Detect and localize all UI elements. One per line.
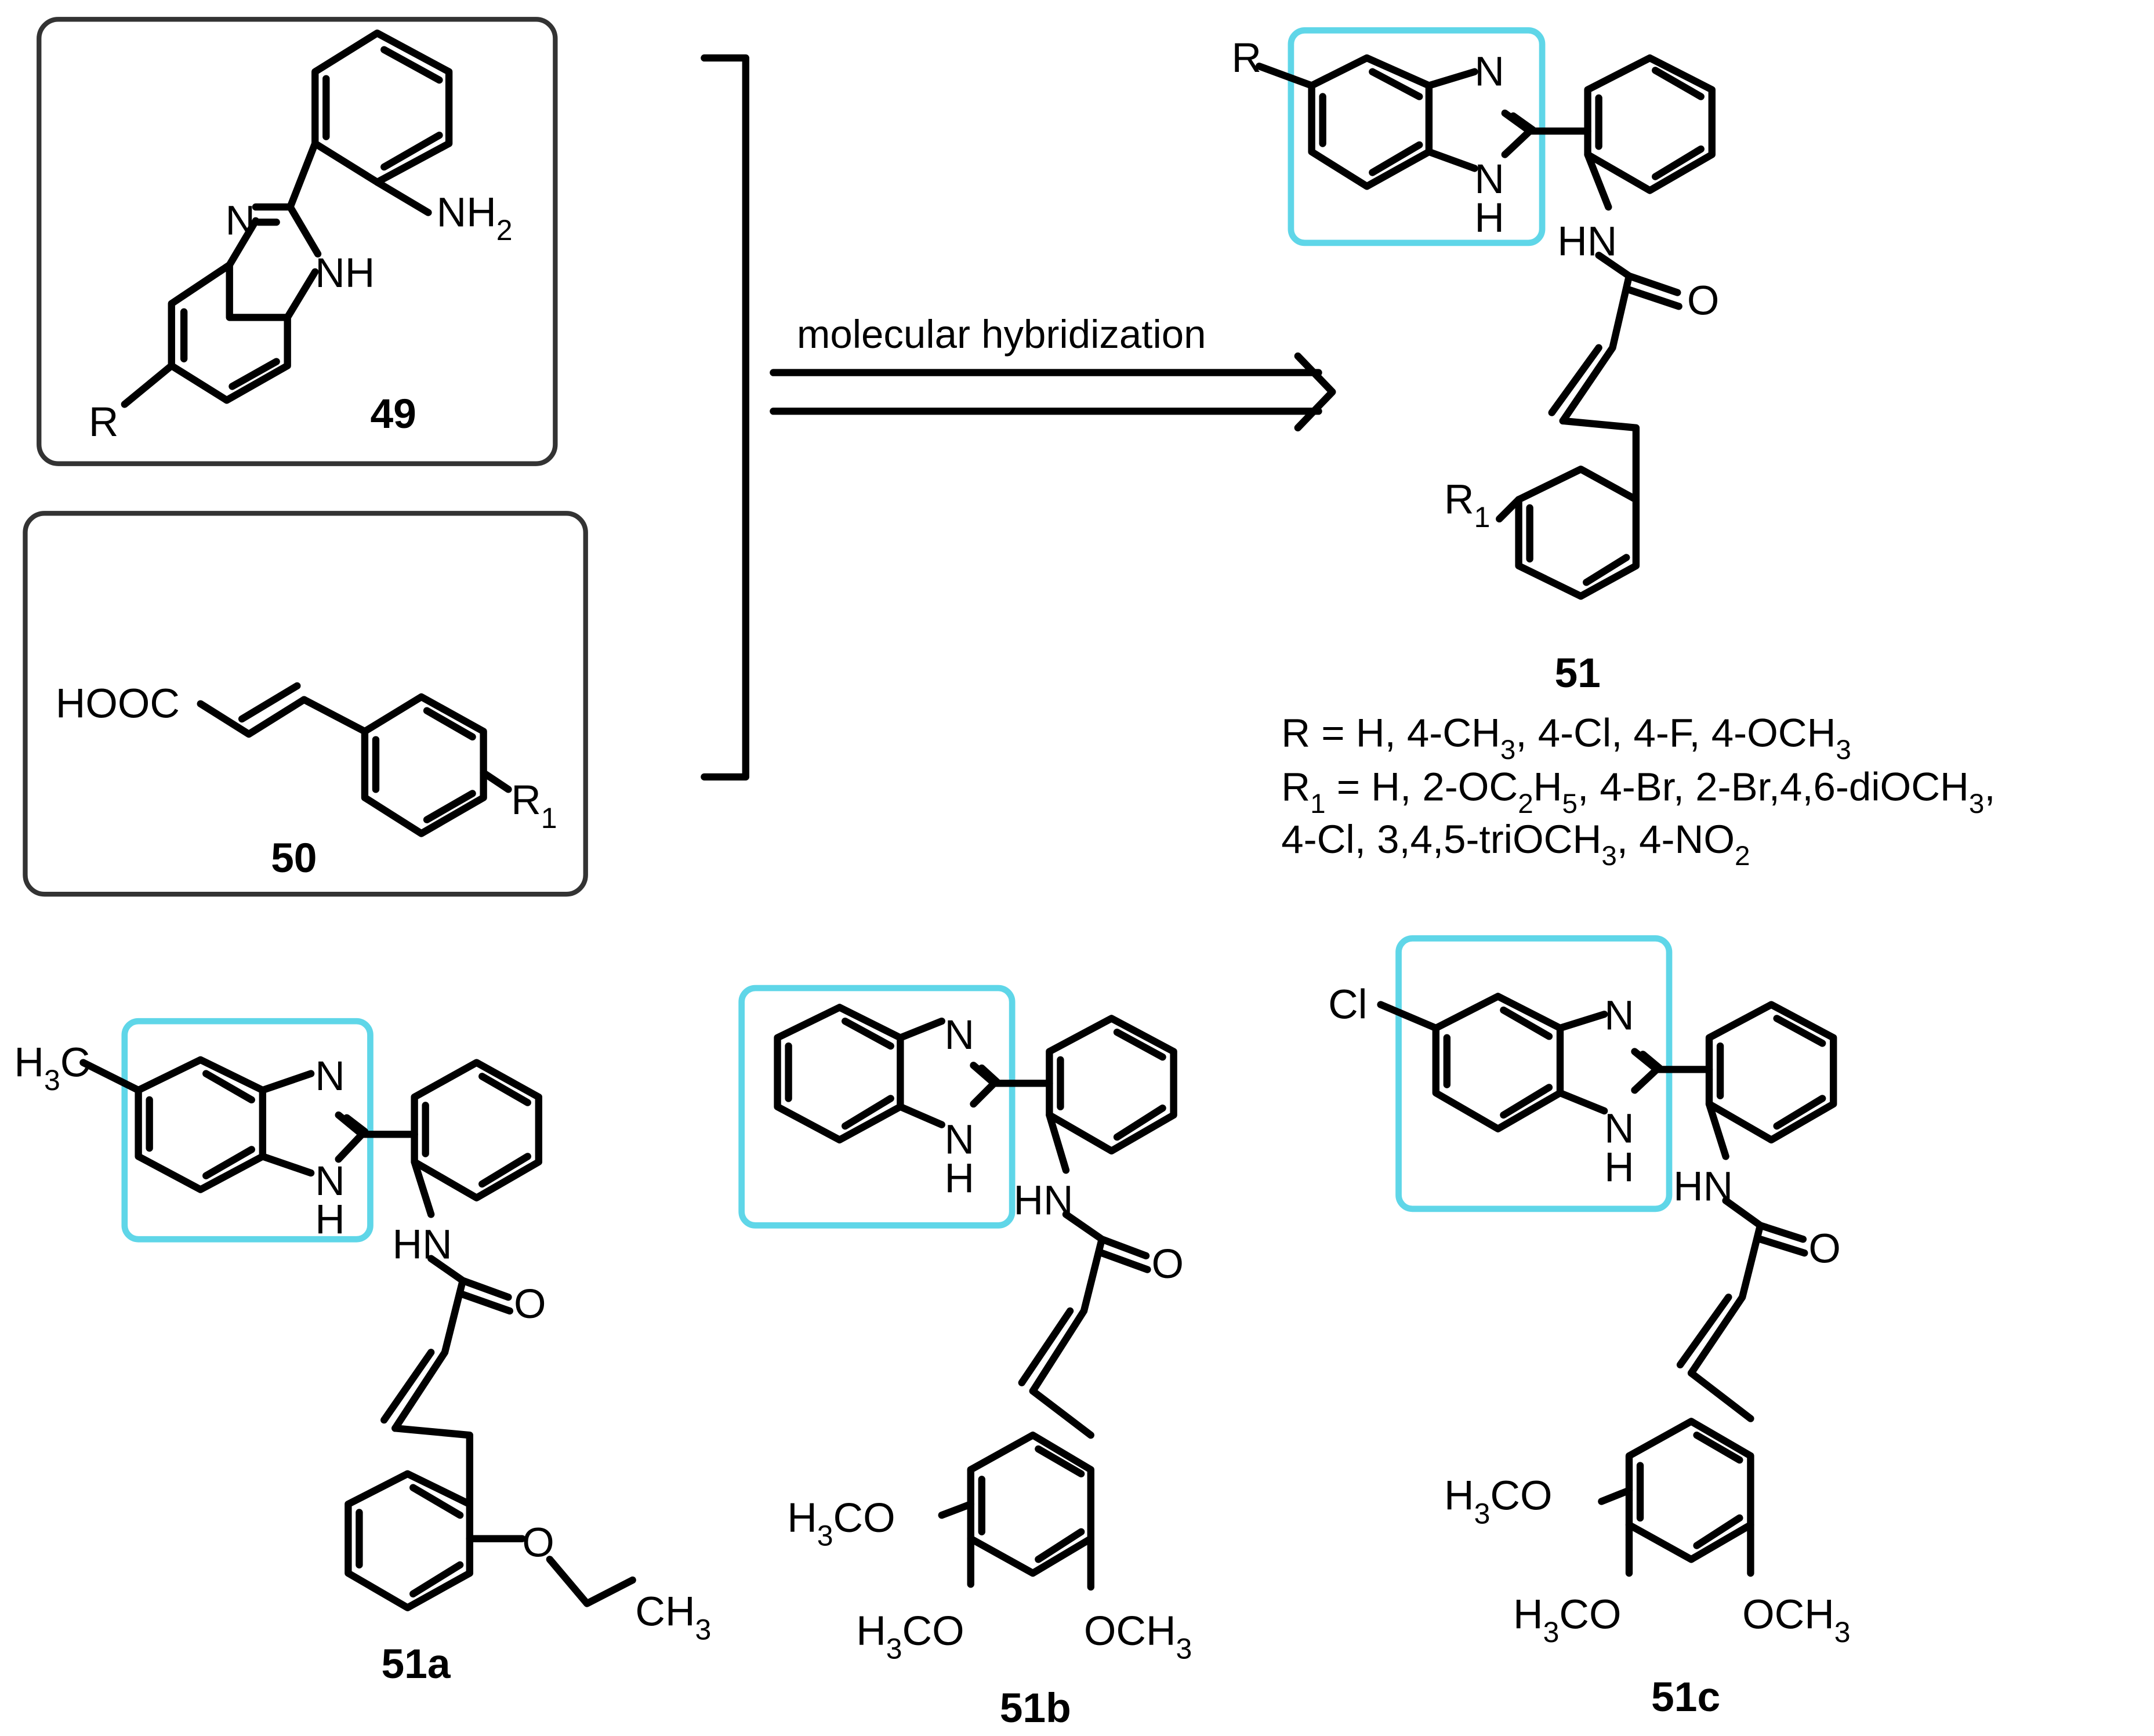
atom-O-51a: O — [514, 1281, 546, 1327]
atom-H-51c: H — [1604, 1144, 1634, 1190]
atom-OCH3-51c: OCH3 — [1742, 1591, 1850, 1648]
atom-N: N — [226, 198, 256, 244]
atom-N-51c: N — [1604, 992, 1634, 1038]
atom-N-bottom-51c: N — [1604, 1106, 1634, 1152]
atom-HN-51b: HN — [1014, 1177, 1074, 1223]
benzimidazole-highlight-51a — [121, 1018, 373, 1243]
frame-50 — [23, 511, 588, 897]
atom-Cl-51c: Cl — [1328, 981, 1367, 1027]
compound-51 — [1255, 54, 1716, 600]
atom-H3CO-bottom-51b: H3CO — [856, 1608, 964, 1665]
atom-R-51: R — [1232, 35, 1262, 81]
atom-N-bottom-51: N — [1474, 156, 1504, 202]
atom-N-51b: N — [945, 1012, 975, 1058]
frame-49 — [37, 17, 558, 466]
substituent-R1-line1: R1 = H, 2-OC2H5, 4-Br, 2-Br,4,6-diOCH3, — [1281, 764, 1995, 819]
atom-R1-51: R1 — [1444, 476, 1490, 533]
compound-49 — [121, 29, 453, 408]
atom-N-bottom-51a: N — [315, 1158, 345, 1204]
substituent-R-line: R = H, 4-CH3, 4-Cl, 4-F, 4-OCH3 — [1281, 711, 1851, 765]
atom-NH: NH — [315, 250, 375, 296]
atom-CH3-51a: CH3 — [635, 1589, 711, 1646]
atom-HN-51a: HN — [393, 1222, 452, 1268]
atom-O-51c: O — [1808, 1226, 1841, 1272]
compound-51a — [79, 1056, 636, 1611]
atom-H-51: H — [1474, 195, 1504, 241]
benzimidazole-highlight-51c — [1395, 935, 1673, 1212]
compound-label-51: 51 — [1554, 650, 1600, 696]
atom-HOOC: HOOC — [56, 681, 180, 727]
atom-H3CO-top-51c: H3CO — [1444, 1473, 1552, 1530]
compound-50 — [197, 682, 512, 837]
compound-label-51a: 51a — [381, 1641, 451, 1687]
atom-N-bottom-51b: N — [945, 1117, 975, 1163]
atom-N-51a: N — [315, 1053, 345, 1099]
compound-label-51b: 51b — [1000, 1685, 1071, 1731]
compound-51b — [774, 1004, 1177, 1591]
atom-O-51b: O — [1152, 1241, 1184, 1287]
benzimidazole-highlight-51 — [1288, 27, 1546, 246]
atom-H3CO-bottom-51c: H3CO — [1513, 1591, 1621, 1648]
benzimidazole-highlight-51b — [738, 985, 1016, 1229]
substituent-R1-line2: 4-Cl, 3,4,5-triOCH3, 4-NO2 — [1281, 817, 1750, 871]
atom-HN-51c: HN — [1673, 1164, 1733, 1210]
atom-H3C-51a: H3C — [14, 1039, 90, 1096]
atom-H-51b: H — [945, 1155, 975, 1201]
atom-R: R — [89, 399, 119, 445]
bracket — [701, 54, 749, 781]
compound-label-49: 49 — [370, 391, 416, 437]
compound-51c — [1377, 993, 1837, 1577]
atom-NH2: NH2 — [437, 189, 513, 246]
atom-O-51: O — [1687, 278, 1720, 324]
atom-N-51: N — [1474, 49, 1504, 95]
atom-H3CO-top-51b: H3CO — [787, 1495, 895, 1552]
atom-O-ether-51a: O — [522, 1520, 554, 1566]
atom-OCH3-51b: OCH3 — [1084, 1608, 1192, 1665]
compound-label-51c: 51c — [1651, 1674, 1720, 1720]
atom-HN-51: HN — [1557, 218, 1617, 264]
atom-R1-50: R1 — [511, 777, 557, 834]
compound-label-50: 50 — [271, 835, 317, 881]
atom-H-51a: H — [315, 1197, 345, 1243]
hybridization-arrow — [770, 352, 1336, 431]
arrow-label: molecular hybridization — [797, 312, 1206, 357]
